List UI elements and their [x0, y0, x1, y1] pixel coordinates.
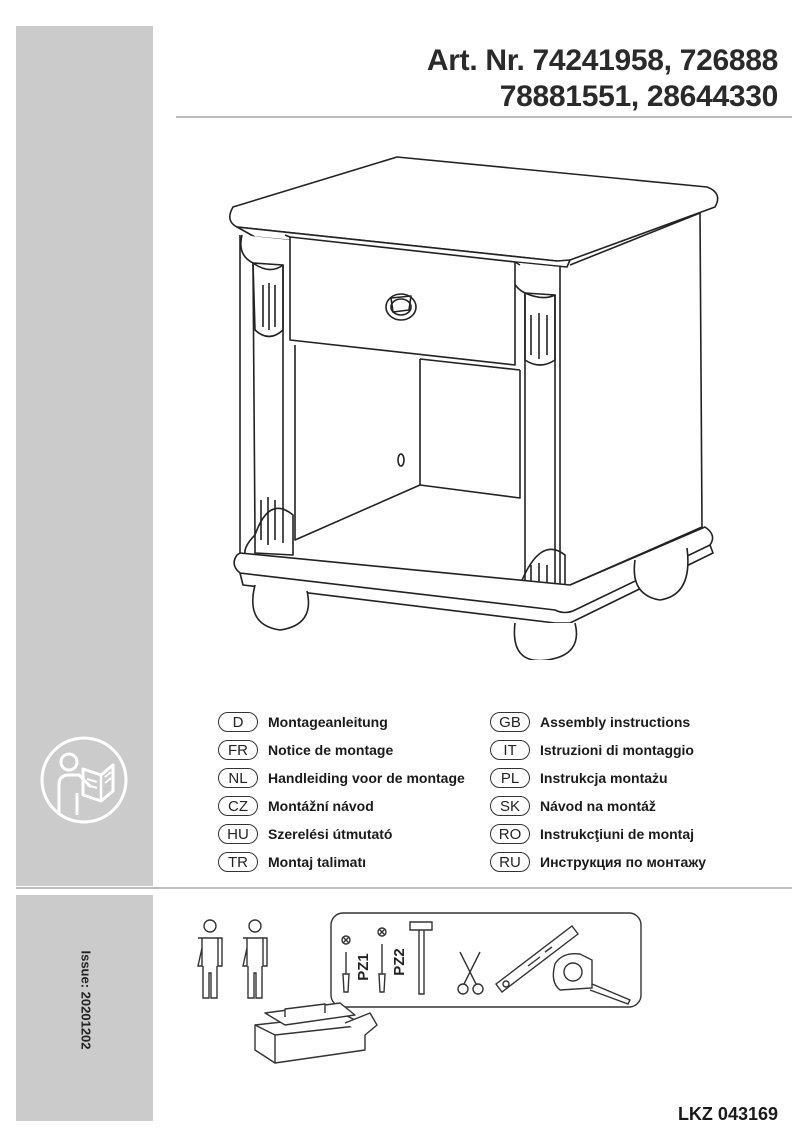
article-number-line-2: 78881551, 28644330 — [499, 80, 779, 113]
language-code-badge: TR — [218, 852, 258, 872]
language-code-badge: CZ — [218, 796, 258, 816]
language-row: FR Notice de montage — [218, 736, 465, 764]
language-code-badge: PL — [490, 768, 530, 788]
issue-date: Issue: 20201202 — [78, 950, 94, 1050]
section-divider — [16, 887, 792, 889]
language-row: IT Istruzioni di montaggio — [490, 736, 706, 764]
spirit-level-icon — [495, 925, 579, 993]
language-title: Handleiding voor de montage — [268, 770, 465, 786]
language-code-badge: RU — [490, 852, 530, 872]
language-list-left: D Montageanleitung FR Notice de montage NL… — [218, 708, 465, 876]
tools-callout: PZ1 PZ2 — [330, 912, 642, 1008]
scissors-icon — [457, 951, 484, 995]
language-code-badge: RO — [490, 824, 530, 844]
language-code-badge: GB — [490, 712, 530, 732]
language-row: SK Návod na montáž — [490, 792, 706, 820]
language-code-badge: SK — [490, 796, 530, 816]
screwdriver-pz1-label: PZ1 — [355, 953, 372, 981]
language-code-badge: D — [218, 712, 258, 732]
language-title: Montážní návod — [268, 798, 374, 814]
language-title: Instrukcja montażu — [540, 770, 668, 786]
language-code-badge: IT — [490, 740, 530, 760]
side-band-bottom — [16, 895, 153, 1121]
tape-measure-icon — [552, 953, 631, 1005]
language-code-badge: FR — [218, 740, 258, 760]
language-row: PL Instrukcja montażu — [490, 764, 706, 792]
language-code-badge: NL — [218, 768, 258, 788]
language-title: Návod na montáž — [540, 798, 656, 814]
language-row: D Montageanleitung — [218, 708, 465, 736]
language-row: CZ Montážní návod — [218, 792, 465, 820]
document-code: LKZ 043169 — [677, 1104, 778, 1124]
language-row: NL Handleiding voor de montage — [218, 764, 465, 792]
screwdriver-pz2-label: PZ2 — [391, 948, 408, 976]
two-persons-icon — [197, 919, 268, 999]
language-title: Montaj talimatı — [268, 854, 367, 870]
screwdriver-icon — [341, 935, 351, 993]
language-title: Инструкция по монтажу — [540, 854, 707, 870]
screwdriver-icon — [377, 927, 387, 993]
language-row: TR Montaj talimatı — [218, 848, 465, 876]
nightstand-illustration — [229, 156, 719, 660]
hammer-icon — [409, 921, 433, 995]
language-row: GB Assembly instructions — [490, 708, 706, 736]
language-title: Assembly instructions — [540, 714, 691, 730]
language-row: HU Szerelési útmutató — [218, 820, 465, 848]
language-title: Notice de montage — [268, 742, 394, 758]
read-instructions-icon — [40, 736, 128, 824]
language-row: RO Instrukcţiuni de montaj — [490, 820, 706, 848]
language-title: Szerelési útmutató — [268, 826, 393, 842]
language-title: Montageanleitung — [268, 714, 388, 730]
language-list-right: GB Assembly instructions IT Istruzioni di … — [490, 708, 706, 876]
language-title: Istruzioni di montaggio — [540, 742, 694, 758]
article-number-line-1: Art. Nr. 74241958, 726888 — [426, 44, 778, 77]
title-divider — [176, 116, 792, 118]
language-code-badge: HU — [218, 824, 258, 844]
toolbox-icon — [254, 1002, 378, 1064]
language-row: RU Инструкция по монтажу — [490, 848, 706, 876]
side-band-top — [16, 26, 153, 886]
language-title: Instrukcţiuni de montaj — [540, 826, 695, 842]
